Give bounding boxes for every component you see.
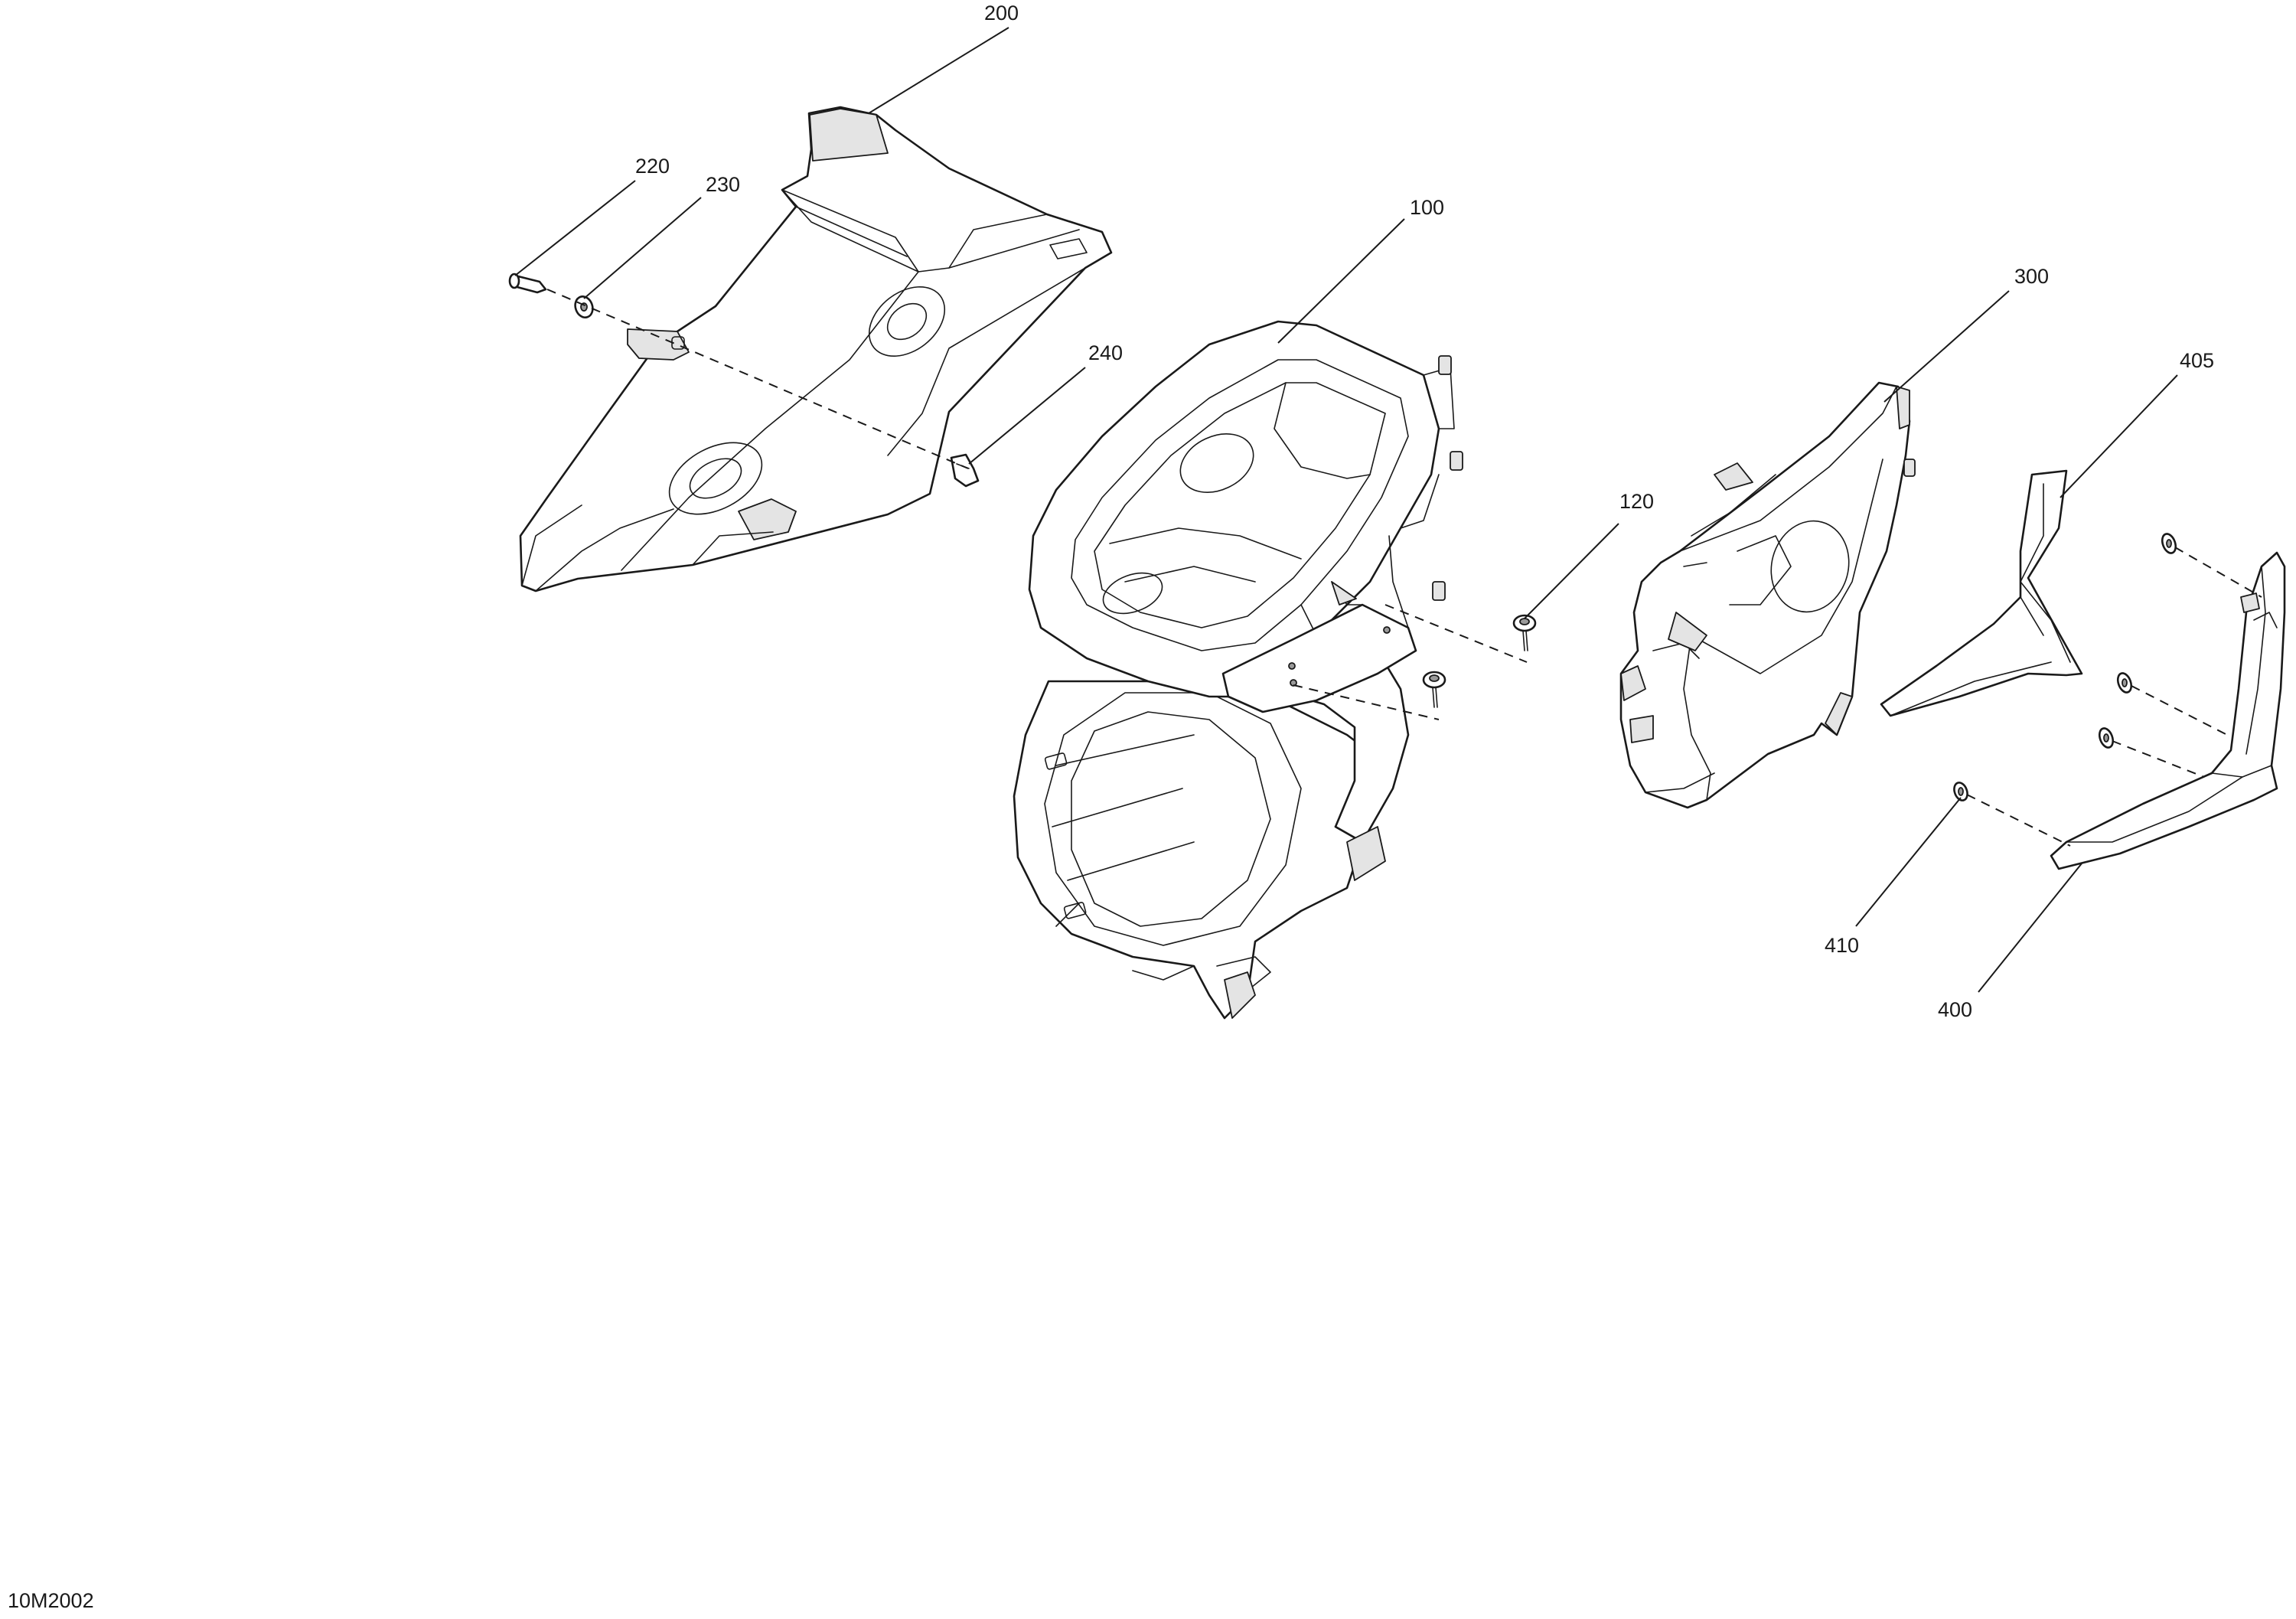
part-410-rivet[interactable] — [2160, 532, 2178, 555]
callout-120: 120 — [1619, 490, 1654, 513]
callout-200: 200 — [984, 2, 1019, 24]
part-410-rivet-3[interactable] — [2097, 726, 2115, 749]
callout-400: 400 — [1938, 998, 1972, 1021]
part-410-rivet-2[interactable] — [2115, 671, 2134, 694]
leader-100 — [1277, 218, 1405, 344]
callout-405: 405 — [2180, 349, 2214, 372]
leader-120 — [1524, 523, 1619, 619]
part-405-trim[interactable] — [1880, 469, 2083, 717]
callout-220: 220 — [635, 155, 670, 178]
assembly-axis-line — [1293, 684, 1440, 720]
part-120-screw-2[interactable] — [1422, 671, 1446, 708]
leader-200 — [868, 27, 1009, 114]
callout-240: 240 — [1088, 341, 1123, 364]
assembly-axis-line — [1966, 794, 2071, 847]
leader-lines — [514, 27, 2178, 993]
assembly-axis-line — [546, 289, 969, 469]
leader-220 — [514, 180, 636, 276]
part-100-fan-housing[interactable] — [1013, 320, 1463, 1020]
part-400-panel[interactable] — [2050, 551, 2286, 870]
leader-400 — [1978, 863, 2082, 993]
leader-240 — [968, 367, 1086, 465]
callout-410: 410 — [1825, 934, 1859, 957]
part-120-screw[interactable] — [1512, 614, 1537, 651]
leader-230 — [583, 197, 702, 299]
assembly-axis-line — [2131, 685, 2228, 736]
leader-300 — [1883, 290, 2010, 403]
leader-405 — [2060, 374, 2178, 498]
part-200-cover[interactable] — [519, 106, 1113, 592]
part-220-pin[interactable] — [508, 273, 547, 294]
figure-code: 10M2002 — [8, 1589, 94, 1612]
callout-300: 300 — [2014, 265, 2049, 288]
part-410-rivet-4[interactable] — [1952, 781, 1969, 802]
callout-230: 230 — [706, 173, 740, 196]
part-300-duct[interactable] — [1619, 381, 1916, 809]
assembly-axis-line — [2112, 740, 2205, 778]
assembly-axis-line — [2174, 547, 2262, 598]
callout-100: 100 — [1410, 196, 1444, 219]
leader-410 — [1855, 797, 1962, 927]
